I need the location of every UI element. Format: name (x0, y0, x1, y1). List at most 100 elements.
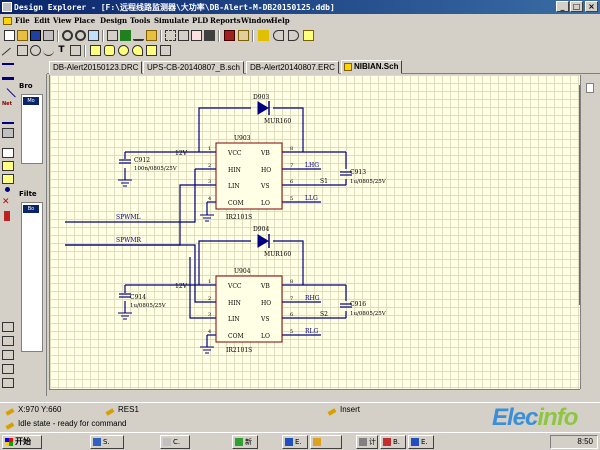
round-rect-icon[interactable] (104, 45, 115, 56)
toggle-panel-icon[interactable] (4, 30, 15, 41)
menu-edit[interactable]: Edit (34, 16, 51, 25)
array-paste-icon[interactable] (160, 45, 171, 56)
taskbar-item-1[interactable]: S. (90, 435, 124, 449)
horizontal-scrollbar[interactable] (49, 389, 580, 399)
deselect-icon[interactable] (191, 30, 202, 41)
taskbar-item-4[interactable]: E. (282, 435, 308, 449)
open-folder-icon[interactable] (17, 30, 28, 41)
taskbar-item-7[interactable]: B. (380, 435, 406, 449)
menu-design[interactable]: Design (100, 16, 128, 25)
zoom-fit-icon[interactable] (88, 30, 99, 41)
app-icon[interactable] (2, 2, 12, 12)
taskbar-item-5[interactable] (310, 435, 342, 449)
tool-e-icon[interactable] (2, 378, 14, 388)
net-spwmr: SPWMR (116, 237, 141, 244)
browse-library-icon[interactable] (238, 30, 249, 41)
place-bus-icon[interactable] (2, 77, 14, 87)
menu-simulate[interactable]: Simulate (154, 16, 190, 25)
sheet-entry-icon[interactable] (2, 161, 14, 171)
pencil-icon (105, 408, 115, 416)
vertical-scrollbar[interactable] (580, 75, 600, 389)
tool-c-icon[interactable] (2, 350, 14, 360)
browse-selected-item[interactable]: Mo (23, 97, 39, 105)
menu-reports[interactable]: Reports (210, 16, 241, 25)
place-wire-icon[interactable] (2, 63, 14, 73)
edit-mode: Insert (340, 405, 361, 414)
schematic-sheet[interactable]: D903 MUR160 U903 IR2101S VCC HIN LIN COM… (49, 75, 580, 389)
junction-icon[interactable] (5, 187, 10, 192)
cross-probe-icon[interactable] (204, 30, 215, 41)
menu-place[interactable]: Place (74, 16, 96, 25)
u903-pin-lin: LIN (228, 183, 240, 190)
tab-ups-sch[interactable]: UPS-CB-20140807_B.sch (143, 61, 244, 74)
tool-b-icon[interactable] (2, 336, 14, 346)
start-button[interactable]: 开始 (2, 435, 42, 449)
rectangle-icon[interactable] (90, 45, 101, 56)
tab-nibian-sch[interactable]: NIBIAN.Sch (341, 60, 403, 74)
no-erc-icon[interactable]: ✕ (2, 197, 10, 207)
probe-icon[interactable] (258, 30, 269, 41)
filter-selected-item[interactable]: Bo (23, 205, 39, 213)
text-frame-icon[interactable] (70, 45, 81, 56)
tool-a-icon[interactable] (2, 322, 14, 332)
place-part-icon[interactable] (2, 128, 14, 138)
taskbar-item-2[interactable]: C. (160, 435, 190, 449)
move-icon[interactable] (178, 30, 189, 41)
pie-icon[interactable] (132, 45, 143, 56)
ic-u903[interactable] (215, 142, 283, 210)
taskbar-item-6[interactable]: 计 (356, 435, 378, 449)
power-port-icon[interactable] (2, 114, 14, 124)
up-down-icon[interactable] (120, 30, 131, 41)
arc-icon[interactable] (30, 45, 41, 56)
graphic-icon[interactable] (146, 45, 157, 56)
taskbar-item-8[interactable]: E. (408, 435, 434, 449)
cut-icon[interactable] (133, 30, 144, 41)
print-icon[interactable] (43, 30, 54, 41)
line-icon[interactable] (1, 45, 18, 64)
tab-erc[interactable]: DB-Alert20140807.ERC (246, 61, 339, 74)
diode-d904[interactable] (257, 234, 270, 248)
filter-list[interactable]: Bo (21, 202, 43, 352)
net-label-icon[interactable]: Net (2, 101, 12, 107)
browse-list[interactable]: Mo (21, 94, 43, 164)
hierarchy-icon[interactable] (107, 30, 118, 41)
taskbar-item-3[interactable]: 新 (232, 435, 258, 449)
minimize-button[interactable]: _ (556, 1, 569, 12)
tab-drc[interactable]: DB-Alert20150123.DRC (49, 61, 143, 74)
text-icon[interactable]: T (58, 45, 65, 55)
maximize-button[interactable]: □ (570, 1, 583, 12)
paste-icon[interactable] (146, 30, 157, 41)
select-area-icon[interactable] (165, 30, 176, 41)
menu-tools[interactable]: Tools (130, 16, 151, 25)
menu-help[interactable]: Help (271, 16, 290, 25)
document-icon[interactable] (3, 17, 12, 25)
polygon-icon[interactable] (17, 45, 28, 56)
redo-icon[interactable] (288, 30, 299, 41)
menu-view[interactable]: View (53, 16, 72, 25)
save-icon[interactable] (30, 30, 41, 41)
menu-pld[interactable]: PLD (192, 16, 209, 25)
menu-window[interactable]: Window (241, 16, 273, 25)
zoom-out-icon[interactable] (75, 30, 86, 41)
diode-d903[interactable] (257, 101, 270, 115)
c913-value: 1u/0805/25V (350, 179, 387, 185)
clock[interactable]: 8:50 (577, 437, 593, 446)
port-icon[interactable] (2, 174, 14, 184)
library-icon[interactable] (224, 30, 235, 41)
scroll-thumb[interactable] (586, 83, 594, 93)
ellipse-icon[interactable] (118, 45, 129, 56)
sheet-symbol-icon[interactable] (2, 148, 14, 158)
u904-pin-num-2: 2 (208, 296, 211, 302)
bezier-icon[interactable] (43, 45, 54, 56)
help-icon[interactable] (303, 30, 314, 41)
menu-file[interactable]: File (15, 16, 30, 25)
zoom-in-icon[interactable] (62, 30, 73, 41)
undo-icon[interactable] (273, 30, 284, 41)
drawing-toolbar: T (0, 44, 600, 64)
ic-u904[interactable] (215, 275, 283, 343)
u904-pin-vcc: VCC (227, 283, 242, 290)
tool-d-icon[interactable] (2, 364, 14, 374)
close-button[interactable]: × (585, 1, 598, 12)
pcb-layout-icon[interactable] (4, 211, 10, 221)
capacitors (119, 159, 352, 308)
